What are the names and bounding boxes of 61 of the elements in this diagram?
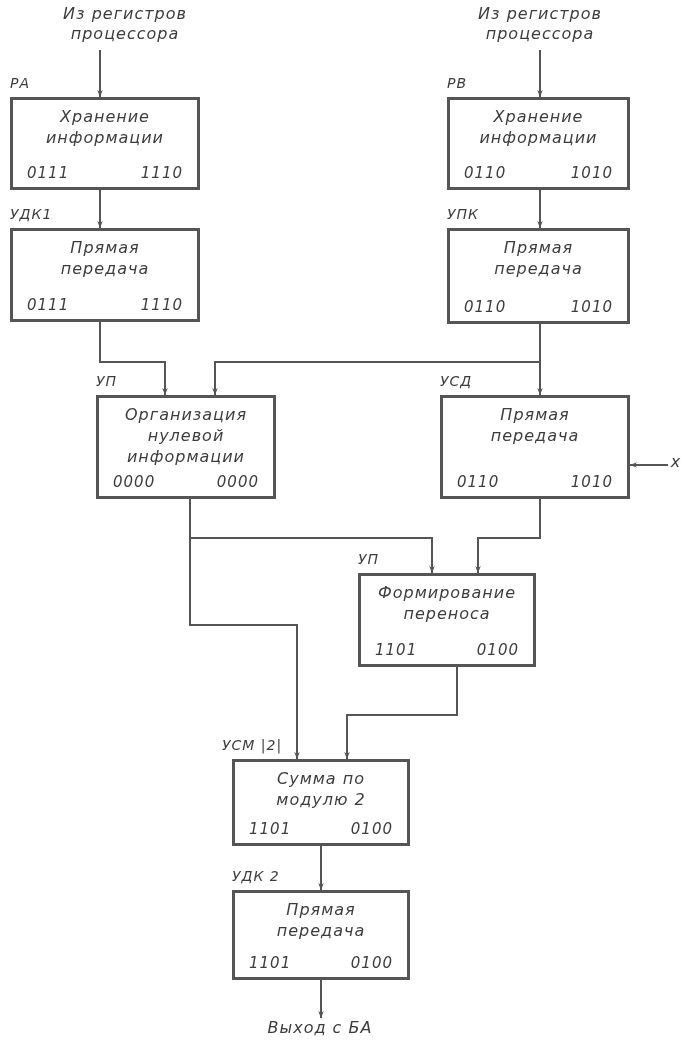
process-box — [232, 759, 410, 846]
arrow — [99, 321, 168, 396]
arrow — [97, 189, 103, 229]
binary-code: 0100 — [350, 953, 393, 973]
arrow — [629, 462, 669, 468]
box-title: Прямая передача — [489, 404, 581, 446]
binary-code: 0100 — [476, 640, 519, 660]
arrow — [475, 498, 541, 574]
arrow — [318, 845, 324, 891]
box-title: Прямая передача — [275, 899, 367, 941]
binary-code: 0110 — [464, 297, 507, 317]
arrow — [344, 666, 458, 760]
block-label: УСД — [440, 372, 473, 390]
binary-code: 1110 — [140, 295, 183, 315]
arrow — [537, 189, 543, 229]
binary-code: 1110 — [140, 163, 183, 183]
binary-code: 0111 — [27, 295, 70, 315]
binary-code: 0000 — [113, 472, 156, 492]
block-label: РА — [10, 74, 31, 92]
arrow — [189, 498, 300, 760]
process-box — [447, 97, 630, 190]
binary-code: 1010 — [570, 472, 613, 492]
box-title: Формирование переноса — [376, 582, 518, 624]
box-title: Прямая передача — [493, 237, 584, 279]
block-label: РВ — [447, 74, 468, 92]
process-box — [440, 395, 630, 499]
binary-code: 1101 — [249, 953, 292, 973]
process-box — [96, 395, 276, 499]
binary-code: 0111 — [27, 163, 70, 183]
block-label: УСМ |2| — [222, 736, 283, 754]
binary-code: 0000 — [216, 472, 259, 492]
block-label: УПК — [447, 205, 479, 223]
binary-code: 1010 — [570, 297, 613, 317]
process-box — [232, 890, 410, 980]
binary-code: 1101 — [375, 640, 418, 660]
arrow — [97, 49, 103, 98]
process-box — [358, 573, 536, 667]
process-box — [447, 228, 630, 324]
box-title: Сумма по модулю 2 — [275, 768, 367, 810]
binary-code: 1010 — [570, 163, 613, 183]
box-title: Хранение информации — [44, 106, 165, 148]
block-label: УП — [358, 550, 380, 568]
block-label: УДК 2 — [232, 867, 280, 885]
process-box — [10, 228, 200, 322]
binary-code: 1101 — [249, 819, 292, 839]
box-title: Организация нулевой информации — [123, 404, 248, 467]
block-label: УП — [96, 372, 118, 390]
arrow — [537, 49, 543, 98]
signal-label: Из регистров процессора — [460, 4, 620, 50]
box-title: Прямая передача — [59, 237, 151, 279]
signal-label: Из регистров процессора — [45, 4, 205, 50]
box-title: Хранение информации — [478, 106, 599, 148]
binary-code: 0100 — [350, 819, 393, 839]
arrow — [537, 323, 543, 396]
signal-label: Выход с БА — [235, 1018, 405, 1044]
arrow — [318, 979, 324, 1019]
signal-label: x — [668, 452, 684, 472]
binary-code: 0110 — [457, 472, 500, 492]
process-box — [10, 97, 200, 190]
block-label: УДК1 — [10, 205, 53, 223]
binary-code: 0110 — [464, 163, 507, 183]
